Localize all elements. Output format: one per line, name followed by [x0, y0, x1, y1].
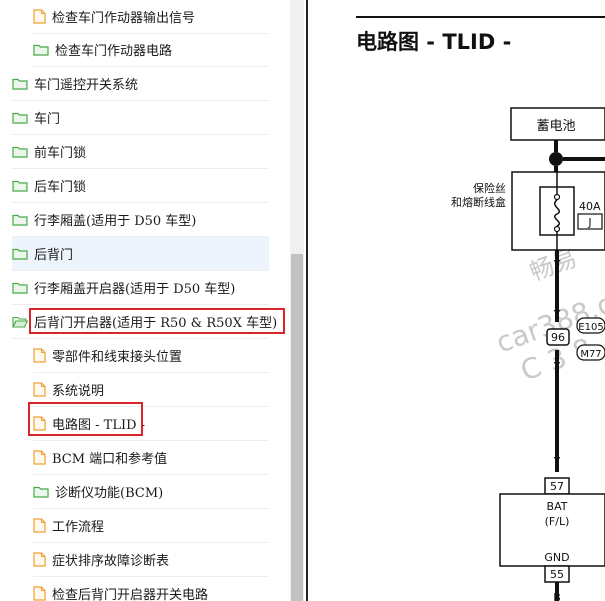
folder-icon [12, 146, 28, 158]
highlight-box [29, 308, 285, 334]
tree-item-label: 诊断仪功能(BCM) [55, 486, 164, 501]
wire-color-label: Y [553, 360, 561, 373]
tree-item-label: 后背门开启器(适用于 R50 & R50X 车型) [34, 316, 278, 331]
document-icon [33, 586, 46, 601]
folder-icon [33, 44, 49, 56]
tree-item-label: 后背门 [34, 248, 74, 263]
tree-item-label: 前车门锁 [34, 146, 87, 161]
tree-item-label: 行李厢盖开启器(适用于 D50 车型) [34, 282, 236, 297]
wire-color-label: B [553, 591, 561, 601]
tree-item-label: 零部件和线束接头位置 [52, 350, 183, 365]
tree-item-label: 车门遥控开关系统 [34, 78, 139, 93]
document-icon [33, 518, 46, 533]
tree-item-back-door-opener[interactable]: 后背门开启器(适用于 R50 & R50X 车型) [12, 305, 277, 339]
tree-item-system-description[interactable]: 系统说明 [33, 373, 269, 407]
connector-id: M77 [580, 349, 601, 360]
connector-number: 96 [551, 331, 565, 344]
junction-node [549, 152, 563, 166]
page-title: 电路图 - TLID - [356, 30, 512, 54]
connector-96 [546, 328, 570, 346]
pin-number: 55 [550, 568, 564, 581]
document-view: 电路图 - TLID - 畅易 car388.c C 3 8 蓄电池 保险丝 和… [308, 0, 605, 601]
wiring-diagram: 畅易 car388.c C 3 8 蓄电池 保险丝 和熔断线盒 40A J Y … [451, 107, 605, 601]
tree-item-check-opener-switch[interactable]: 检查后背门开启器开关电路 [33, 577, 269, 601]
document-icon [33, 552, 46, 567]
fuse-icon [554, 199, 560, 227]
fuse-rating: 40A [579, 200, 601, 213]
wire-color-label: Y [553, 258, 561, 271]
tree-item-label: 后车门锁 [34, 180, 87, 195]
pin-function: GND [544, 551, 569, 564]
tree-item-label: 检查车门作动器电路 [55, 44, 173, 59]
tree-item-bcm-terminals[interactable]: BCM 端口和参考值 [33, 441, 269, 475]
fuse-id: J [587, 216, 591, 229]
connector-id: E105 [578, 322, 603, 333]
tree-item-trunk-lid[interactable]: 行李厢盖(适用于 D50 车型) [12, 203, 269, 237]
connector-id-badge [576, 317, 605, 334]
tree-item-label: 工作流程 [52, 520, 105, 535]
tree-item-label: 症状排序故障诊断表 [52, 554, 170, 569]
tree-item-back-door[interactable]: 后背门 [12, 237, 269, 271]
document-icon [33, 416, 46, 431]
battery-label: 蓄电池 [536, 119, 575, 134]
tree-item-label: BCM 端口和参考值 [52, 452, 168, 467]
tree-item-front-door-lock[interactable]: 前车门锁 [12, 135, 269, 169]
title-rule [356, 16, 605, 18]
wire-color-label: Y [553, 308, 561, 321]
tree-item-label: 检查车门作动器输出信号 [52, 11, 196, 26]
folder-open-icon [12, 316, 28, 328]
tree-item-door-remote-switch[interactable]: 车门遥控开关系统 [12, 67, 269, 101]
folder-icon [12, 214, 28, 226]
navigation-tree: 检查车门作动器输出信号 检查车门作动器电路 车门遥控开关系统 车门 前车门锁 后… [0, 0, 290, 601]
document-icon [33, 9, 46, 24]
folder-icon [12, 78, 28, 90]
document-icon [33, 348, 46, 363]
tree-item-rear-door-lock[interactable]: 后车门锁 [12, 169, 269, 203]
folder-icon [12, 282, 28, 294]
tree-item-trunk-lid-opener[interactable]: 行李厢盖开启器(适用于 D50 车型) [12, 271, 269, 305]
tree-item-check-door-actuator-circuit[interactable]: 检查车门作动器电路 [33, 33, 269, 67]
pin-number: 57 [550, 480, 564, 493]
folder-icon [12, 180, 28, 192]
document-icon [33, 382, 46, 397]
wire-color-label: Y [553, 455, 561, 468]
tree-item-wiring-diagram[interactable]: 电路图 - TLID - [33, 407, 269, 441]
panel-divider [306, 0, 308, 601]
highlight-box [28, 402, 143, 436]
fuse-box-label: 和熔断线盒 [451, 195, 506, 209]
tree-item-label: 系统说明 [52, 384, 105, 399]
tree-item-symptom-table[interactable]: 症状排序故障诊断表 [33, 543, 269, 577]
tree-item-component-locations[interactable]: 零部件和线束接头位置 [33, 339, 269, 373]
fuse-terminal [553, 193, 561, 201]
connector-id-badge [576, 344, 605, 361]
tree-item-label: 车门 [34, 112, 61, 127]
tree-item-door[interactable]: 车门 [12, 101, 269, 135]
fuse-box-label: 保险丝 [473, 181, 506, 195]
folder-icon [33, 486, 49, 498]
folder-icon [12, 248, 28, 260]
tree-item-work-flow[interactable]: 工作流程 [33, 509, 269, 543]
bcm-box [499, 493, 605, 567]
scrollbar-thumb[interactable] [291, 254, 303, 601]
tree-item-check-door-actuator-output[interactable]: 检查车门作动器输出信号 [33, 0, 269, 34]
fuse-id-box [577, 213, 603, 230]
tree-item-label: 电路图 - TLID - [52, 418, 146, 433]
document-icon [33, 450, 46, 465]
folder-icon [12, 112, 28, 124]
tree-item-consult-functions[interactable]: 诊断仪功能(BCM) [33, 475, 269, 509]
tree-item-label: 检查后背门开启器开关电路 [52, 588, 209, 601]
pin-function-sub: (F/L) [545, 515, 570, 528]
battery-box [510, 107, 605, 141]
fuse-terminal [553, 225, 561, 233]
pin-function: BAT [547, 500, 568, 513]
tree-item-label: 行李厢盖(适用于 D50 车型) [34, 214, 197, 229]
